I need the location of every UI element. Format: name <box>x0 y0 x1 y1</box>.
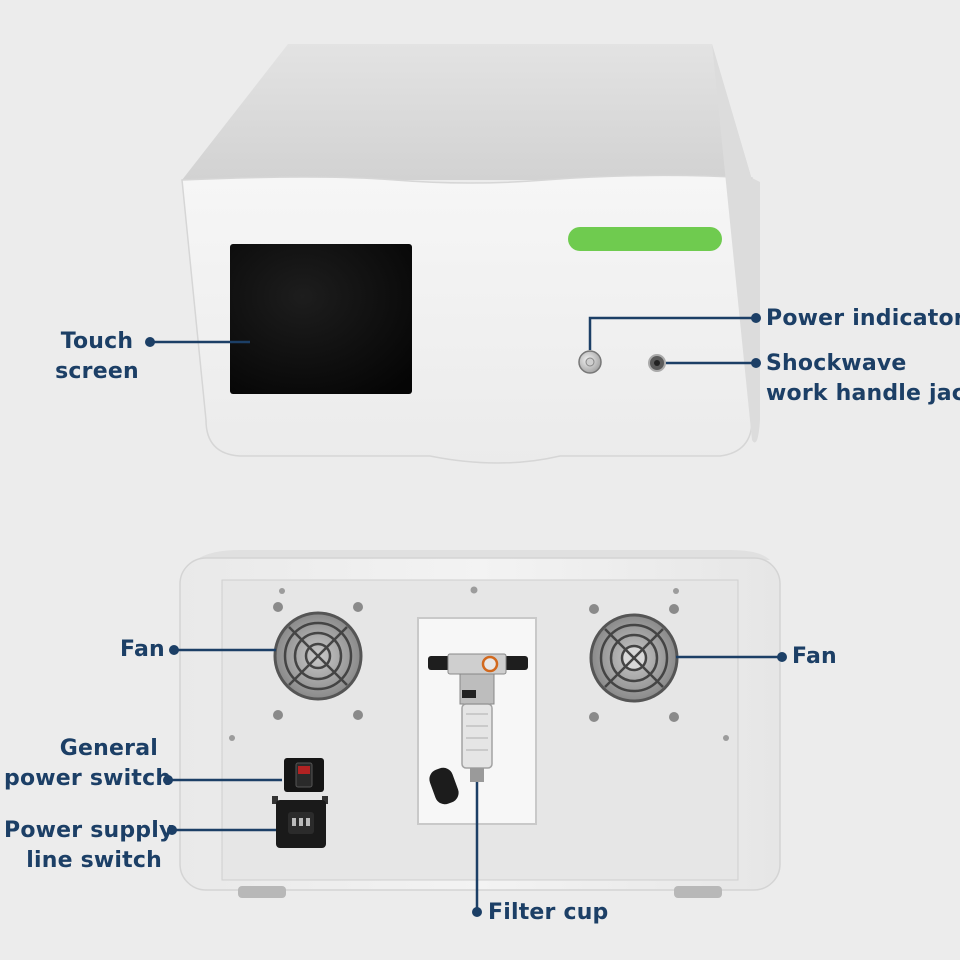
label-shockwave-jack: Shockwave work handle jack <box>766 349 960 409</box>
label-filter-cup: Filter cup <box>488 898 609 928</box>
front-unit-top <box>182 44 752 180</box>
general-power-switch[interactable] <box>272 758 328 804</box>
label-supply-line1: Power supply <box>4 818 174 843</box>
label-general-line2: power switch <box>4 766 172 791</box>
screws <box>229 586 729 741</box>
back-unit <box>179 550 781 898</box>
label-general-line1: General <box>59 736 158 761</box>
callout-lines <box>145 313 787 917</box>
foot-right <box>674 886 722 898</box>
power-supply-socket[interactable] <box>276 800 326 848</box>
front-unit-side <box>712 44 760 443</box>
label-fan-left: Fan <box>120 635 165 665</box>
label-touch-screen-line2: screen <box>55 359 139 384</box>
label-fan-right-text: Fan <box>792 644 837 669</box>
front-unit <box>181 44 760 464</box>
label-power-indicator-text: Power indicator <box>766 306 960 331</box>
power-indicator-bar <box>568 227 722 251</box>
label-touch-screen: Touch screen <box>50 327 144 387</box>
foot-left <box>238 886 286 898</box>
label-fan-left-text: Fan <box>120 637 165 662</box>
label-power-supply-line-switch: Power supply line switch <box>4 816 174 876</box>
touch-screen[interactable] <box>230 244 412 394</box>
label-supply-line2: line switch <box>26 848 162 873</box>
label-shockwave-line2: work handle jack <box>766 381 960 406</box>
label-touch-screen-line1: Touch <box>60 329 134 354</box>
label-general-power-switch: General power switch <box>4 734 172 794</box>
label-fan-right: Fan <box>792 642 837 672</box>
label-filter-cup-text: Filter cup <box>488 900 609 925</box>
label-shockwave-line1: Shockwave <box>766 351 907 376</box>
fan-right <box>589 604 679 722</box>
callout-power-indicator <box>588 316 756 350</box>
filter-cup <box>428 653 528 805</box>
label-power-indicator: Power indicator <box>766 304 960 334</box>
fan-left <box>273 602 363 720</box>
